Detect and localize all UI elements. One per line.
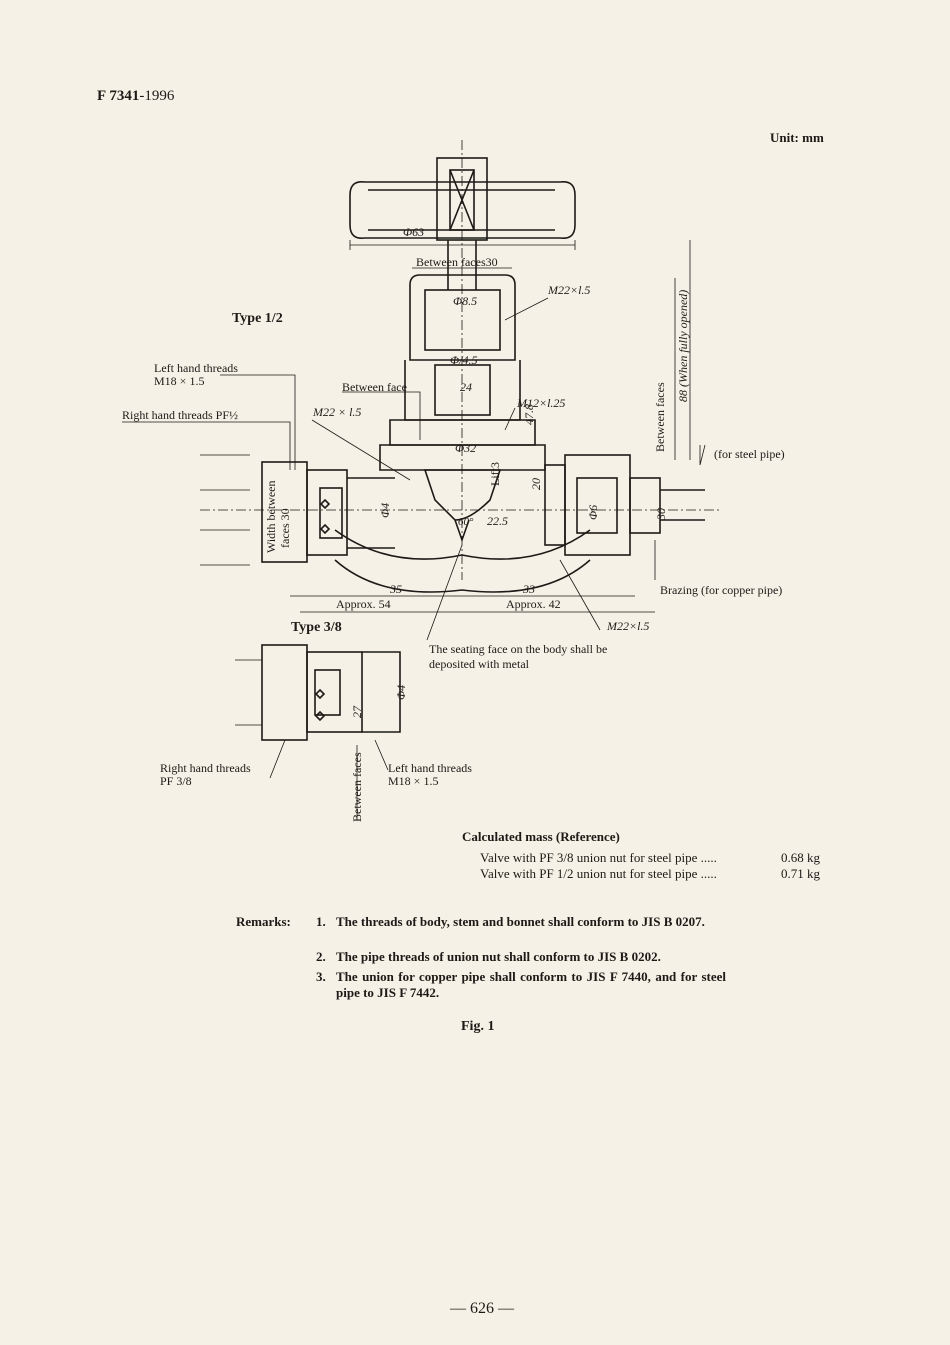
label-right-hand-threads-top: Right hand threads PF½ — [122, 408, 238, 422]
mass-title: Calculated mass (Reference) — [462, 829, 620, 844]
label-right-hand-threads-bottom-size: PF 3/8 — [160, 774, 192, 788]
label-dia-4-5: Φ/4.5 — [450, 353, 477, 367]
label-between-faces-bottom: Between faces — [350, 752, 364, 822]
label-m22-a: M22×l.5 — [547, 283, 590, 297]
label-dia-8-5: Φ8.5 — [453, 294, 477, 308]
remark-number: 1. — [316, 914, 326, 929]
remark-number: 2. — [316, 949, 326, 964]
label-brazing: Brazing (for copper pipe) — [660, 583, 782, 597]
label-approx-54: Approx. 54 — [336, 597, 391, 611]
mass-row: Valve with PF 3/8 union nut for steel pi… — [480, 850, 820, 866]
label-between-face: Between face — [342, 380, 407, 394]
label-dim-35: 35 — [389, 582, 402, 596]
label-type-three-eighths: Type 3/8 — [291, 620, 342, 635]
page-number: — 626 — — [450, 1300, 514, 1317]
label-dim-27: 27 — [350, 705, 364, 718]
label-left-hand-threads-top: Left hand threads — [154, 361, 238, 375]
document-header: F 7341-1996 — [97, 88, 174, 105]
label-faces-30: faces 30 — [278, 508, 292, 548]
remark-text: The union for copper pipe shall conform … — [336, 969, 726, 1000]
mass-label: Valve with PF 3/8 union nut for steel pi… — [480, 850, 717, 865]
label-between-faces-30: Between faces30 — [416, 255, 498, 269]
figure-caption: Fig. 1 — [461, 1019, 495, 1034]
label-left-hand-threads-bottom-size: M18 × 1.5 — [388, 774, 438, 788]
remarks-label: Remarks: — [236, 914, 291, 929]
label-dia-4-bottom: Φ4 — [394, 685, 408, 700]
label-dim-33: 33 — [522, 582, 535, 596]
label-lift-3: Lift3 — [488, 462, 502, 486]
remark-number: 3. — [316, 969, 326, 984]
mass-label: Valve with PF 1/2 union nut for steel pi… — [480, 866, 717, 881]
label-width-between: Width between — [264, 481, 278, 554]
remark-item: 2. The pipe threads of union nut shall c… — [316, 949, 726, 965]
remark-text: The pipe threads of union nut shall conf… — [336, 949, 661, 964]
label-dia-4: Φ4 — [378, 503, 392, 518]
label-right-hand-threads-bottom: Right hand threads — [160, 761, 251, 775]
label-dim-47-8: 47.8 — [522, 404, 536, 425]
remark-item: 1. The threads of body, stem and bonnet … — [316, 914, 726, 930]
label-dia-32: Φ32 — [455, 441, 476, 455]
doc-year: -1996 — [139, 88, 175, 104]
label-angle-60: 60° — [458, 516, 474, 528]
mass-row: Valve with PF 1/2 union nut for steel pi… — [480, 866, 820, 882]
label-dim-20: 20 — [529, 478, 543, 490]
label-left-hand-threads-top-size: M18 × 1.5 — [154, 374, 204, 388]
label-seating-face-2: deposited with metal — [429, 657, 530, 671]
label-m12: M12×l.25 — [516, 396, 565, 410]
label-dim-30: 30 — [654, 508, 668, 521]
label-left-hand-threads-bottom: Left hand threads — [388, 761, 472, 775]
mass-value: 0.71 kg — [781, 866, 820, 881]
label-seating-face-1: The seating face on the body shall be — [429, 642, 607, 656]
label-dia-6: Φ6 — [586, 505, 600, 520]
remark-item: 3. The union for copper pipe shall confo… — [316, 969, 726, 1001]
label-approx-42: Approx. 42 — [506, 597, 561, 611]
label-dim-22-5: 22.5 — [487, 514, 508, 528]
label-dia-63: Φ63 — [403, 225, 424, 239]
label-between-faces-vertical: Between faces — [653, 382, 667, 452]
remark-text: The threads of body, stem and bonnet sha… — [336, 914, 705, 929]
unit-label: Unit: mm — [770, 130, 824, 145]
label-dim-24: 24 — [460, 380, 472, 394]
label-for-steel-pipe: (for steel pipe) — [714, 447, 785, 461]
label-m22-c: M22×l.5 — [606, 619, 649, 633]
label-dim-88: 88 (When fully opened) — [676, 290, 690, 402]
label-type-half: Type 1/2 — [232, 311, 283, 326]
mass-value: 0.68 kg — [781, 850, 820, 865]
doc-id: F 7341 — [97, 88, 140, 104]
label-m22-b: M22 × l.5 — [312, 405, 361, 419]
